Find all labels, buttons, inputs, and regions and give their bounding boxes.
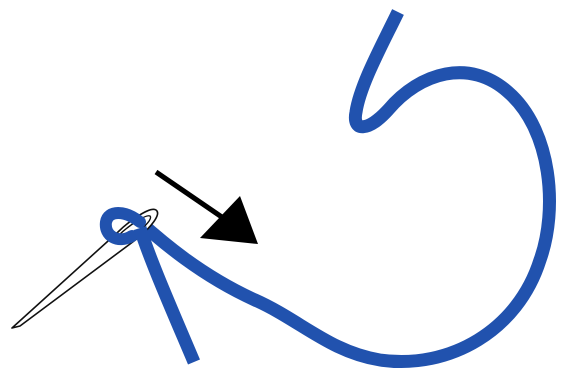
direction-arrow-icon (154, 169, 258, 244)
thread-main-strand (135, 9, 556, 368)
arrow-shaft (154, 169, 234, 227)
thread-loop-at-eye (99, 207, 146, 246)
thread-tail (133, 226, 200, 365)
arrow-head (200, 196, 258, 244)
